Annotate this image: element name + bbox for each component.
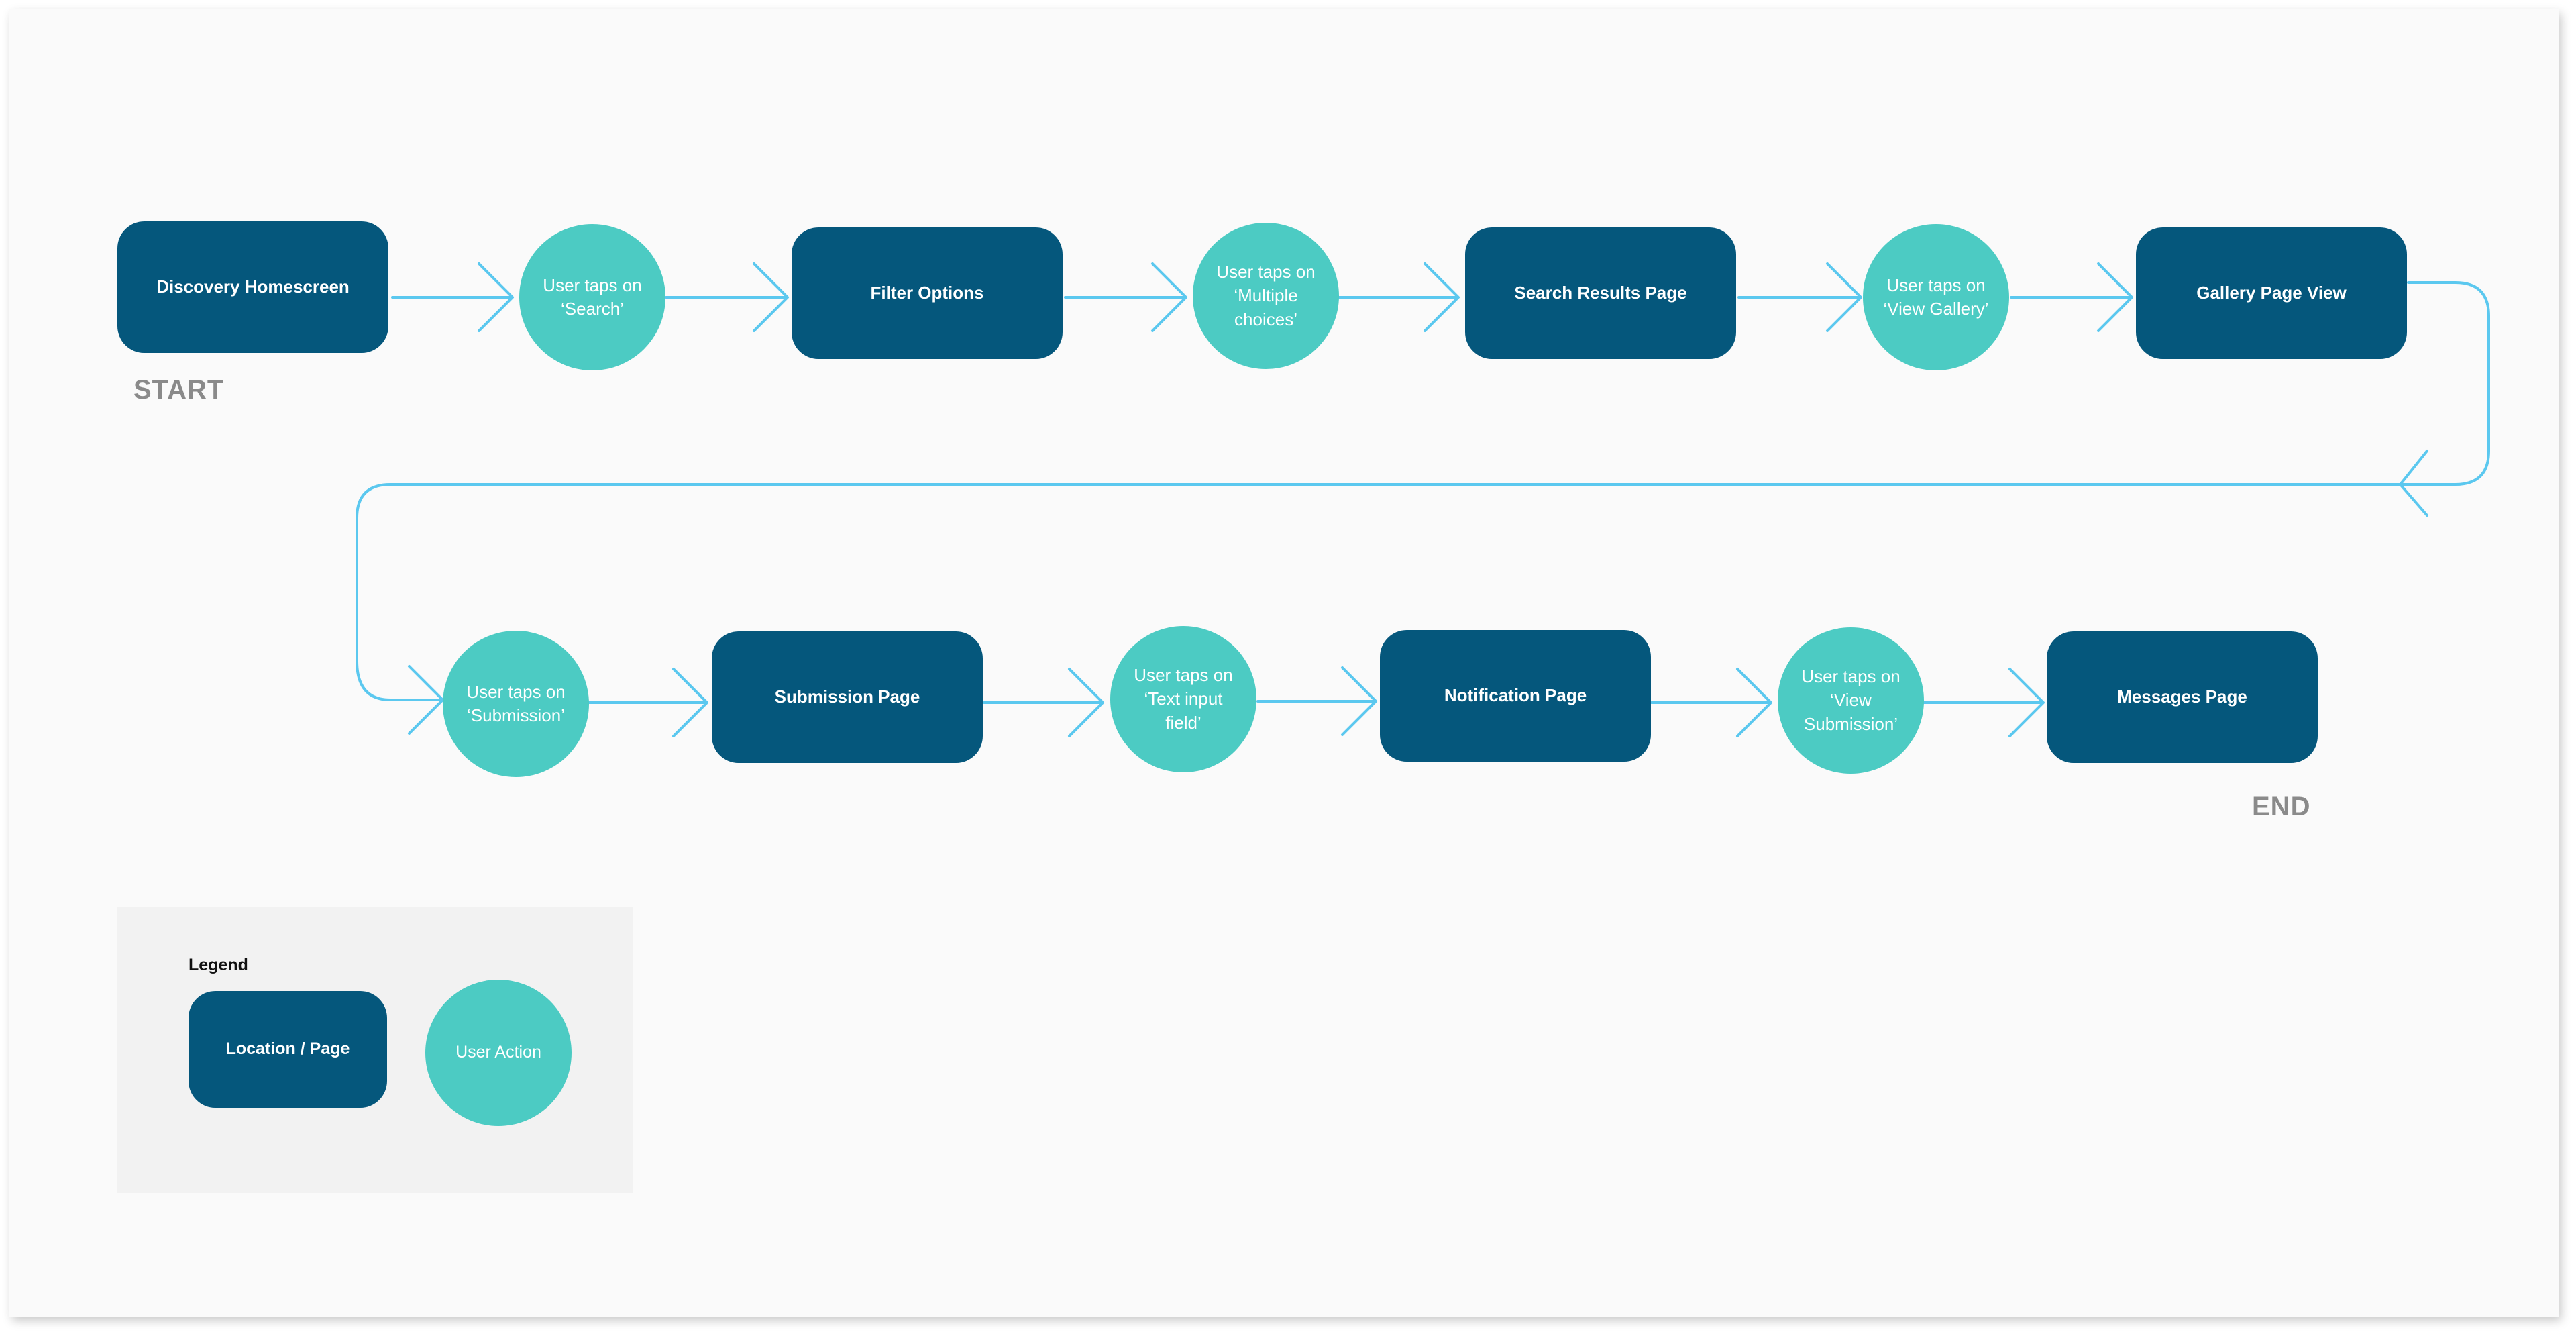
node-gallery-page-view[interactable]: Gallery Page View xyxy=(2136,227,2407,359)
node-submission-page[interactable]: Submission Page xyxy=(712,631,983,763)
node-notification-page[interactable]: Notification Page xyxy=(1380,630,1651,762)
arrowhead xyxy=(1151,262,1187,332)
node-filter-options[interactable]: Filter Options xyxy=(792,227,1063,359)
arrowhead xyxy=(2097,262,2133,332)
legend-title: Legend xyxy=(189,956,248,974)
action-tap-view-submission[interactable]: User taps on ‘View Submission’ xyxy=(1778,627,1924,774)
node-messages-page[interactable]: Messages Page xyxy=(2047,631,2318,763)
arrowhead xyxy=(2008,668,2045,737)
arrowhead xyxy=(1736,668,1772,737)
action-tap-view-gallery[interactable]: User taps on ‘View Gallery’ xyxy=(1863,224,2009,370)
action-tap-submission[interactable]: User taps on ‘Submission’ xyxy=(443,631,589,777)
end-marker: END xyxy=(2252,792,2311,821)
action-tap-search[interactable]: User taps on ‘Search’ xyxy=(519,224,665,370)
legend-page-swatch: Location / Page xyxy=(189,991,387,1108)
node-discovery-homescreen[interactable]: Discovery Homescreen xyxy=(117,221,388,353)
action-tap-text-input-field[interactable]: User taps on ‘Text input field’ xyxy=(1110,626,1256,772)
arrowhead xyxy=(478,262,514,332)
start-marker: START xyxy=(133,375,225,405)
action-tap-multiple-choices[interactable]: User taps on ‘Multiple choices’ xyxy=(1193,223,1339,369)
legend-action-swatch: User Action xyxy=(425,980,572,1126)
arrowhead xyxy=(1826,262,1862,332)
wrap-connector xyxy=(356,281,2490,701)
arrowhead xyxy=(753,262,789,332)
arrowhead xyxy=(2399,450,2428,517)
arrowhead xyxy=(1068,668,1104,737)
arrowhead xyxy=(1341,666,1377,736)
arrowhead xyxy=(1424,262,1460,332)
arrowhead xyxy=(672,668,708,737)
node-search-results-page[interactable]: Search Results Page xyxy=(1465,227,1736,359)
